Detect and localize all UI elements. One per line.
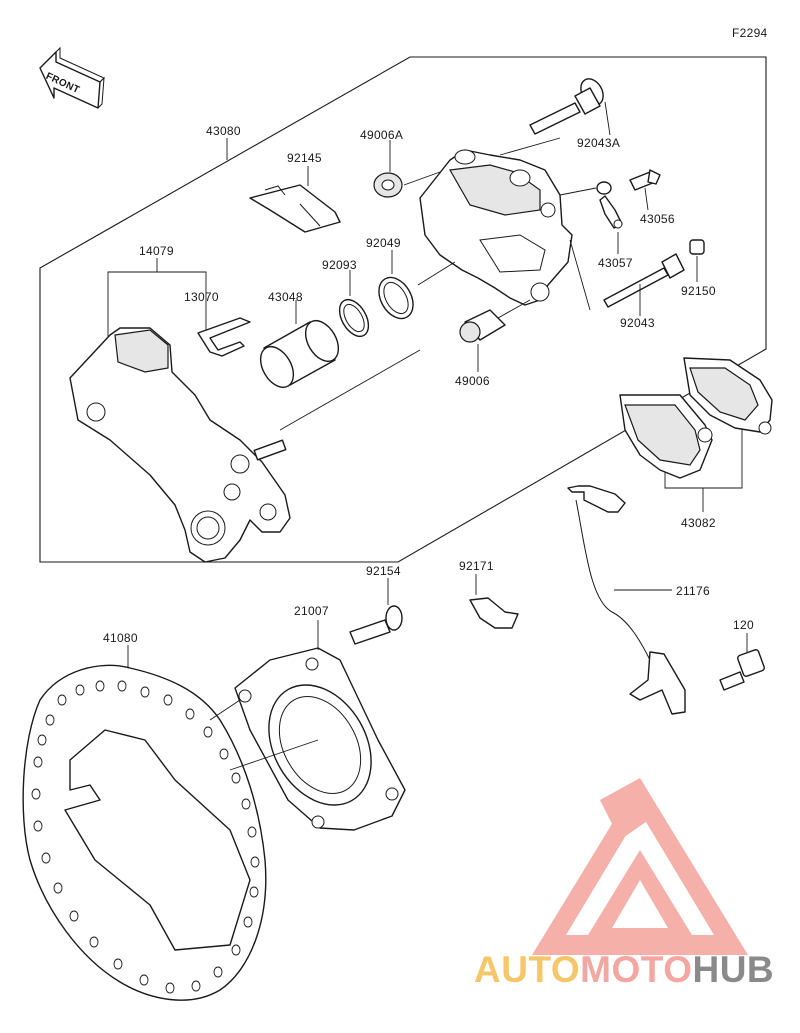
dust-seal-ring: [378, 276, 414, 320]
part-label-92154: 92154: [366, 564, 401, 578]
bleeder-cap: [596, 181, 623, 229]
pad-retainer-spring: [249, 184, 341, 233]
part-label-43080: 43080: [206, 124, 241, 138]
figure-code: F2294: [732, 26, 768, 40]
part-label-21007: 21007: [294, 604, 329, 618]
slide-pin-upper: [529, 78, 604, 135]
part-label-92145: 92145: [287, 151, 322, 165]
part-label-92049: 92049: [366, 236, 401, 250]
part-label-92171: 92171: [459, 559, 494, 573]
watermark-auto: AUTO: [474, 949, 581, 990]
part-label-43082: 43082: [681, 516, 716, 530]
part-label-92043: 92043: [620, 316, 655, 330]
slide-pin-boot-lower: [459, 309, 506, 343]
piston-seal-ring: [338, 298, 370, 338]
brake-pad-inner: [619, 394, 713, 479]
abs-sensor: [567, 485, 686, 715]
part-label-92043A: 92043A: [577, 136, 621, 150]
part-label-92150: 92150: [681, 284, 716, 298]
watermark-text: AUTOMOTOHUB: [474, 948, 774, 992]
watermark-moto: MOTO: [580, 949, 693, 990]
part-label-21176: 21176: [676, 584, 710, 598]
front-arrow-icon: [39, 46, 105, 109]
part-label-43057: 43057: [598, 256, 633, 270]
part-label-13070: 13070: [184, 290, 219, 304]
brake-pad-outer: [683, 357, 773, 435]
slide-pin-boot-upper: [373, 172, 403, 198]
part-label-92093: 92093: [322, 258, 357, 272]
part-label-120: 120: [733, 618, 754, 632]
part-label-49006: 49006: [455, 374, 490, 388]
sensor-bolt: [719, 633, 765, 691]
caliper-assembly-box: [39, 56, 767, 563]
slide-pin-lower: [603, 253, 685, 308]
caliper-bracket: [69, 327, 291, 563]
caliper-body: [419, 149, 573, 306]
abs-sensor-rotor: [234, 620, 406, 831]
watermark-hub: HUB: [692, 949, 775, 990]
part-label-41080: 41080: [103, 631, 138, 645]
bleeder-valve: [629, 169, 661, 191]
caliper-piston: [259, 320, 340, 388]
brake-disc: [22, 645, 319, 1001]
pin-plug: [689, 239, 705, 255]
disc-bolt: [349, 578, 403, 645]
wire-clamp: [469, 574, 519, 629]
pad-spring: [197, 317, 251, 357]
part-label-43056: 43056: [640, 212, 675, 226]
part-label-14079: 14079: [139, 244, 174, 258]
part-label-43048: 43048: [268, 290, 303, 304]
part-label-49006A: 49006A: [360, 128, 404, 142]
watermark-logo: [532, 778, 748, 955]
